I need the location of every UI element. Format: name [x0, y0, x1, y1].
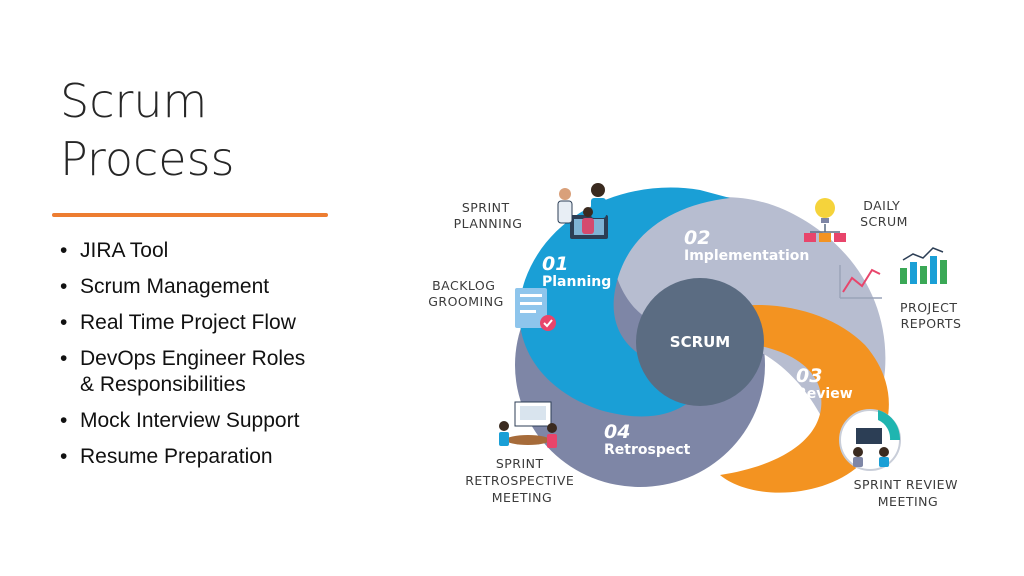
label-backlog-grooming: BACKLOG GROOMING: [428, 278, 504, 309]
label-sprint-retrospective: SPRINT RETROSPECTIVE MEETING: [465, 456, 579, 505]
stage-implementation-number: 02: [684, 227, 710, 249]
bullet-text: Mock Interview Support: [80, 409, 300, 432]
bullet-item: Scrum Management: [58, 274, 358, 300]
stage-planning-number: 01: [542, 253, 568, 275]
bullet-item: Real Time Project Flow: [58, 310, 358, 336]
checklist-icon: [515, 288, 556, 331]
bullet-list: JIRA Tool Scrum Management Real Time Pro…: [58, 238, 358, 480]
scrum-cycle-diagram: SCRUM 01 Planning 02 Implementation 03 R…: [400, 170, 1000, 570]
stage-retrospect-name: Retrospect: [604, 442, 691, 458]
bullet-text: DevOps Engineer Roles: [80, 347, 306, 370]
title-underline: [52, 213, 328, 217]
bar-chart-icon: [900, 247, 947, 284]
bullet-item: Mock Interview Support: [58, 408, 358, 434]
label-daily-scrum: DAILY SCRUM: [860, 198, 908, 229]
meeting-icon: [499, 401, 557, 448]
bullet-item: Resume Preparation: [58, 444, 358, 470]
stage-review-shape: [665, 304, 889, 493]
stage-implementation-name: Implementation: [684, 248, 809, 264]
bullet-text: JIRA Tool: [80, 239, 169, 262]
bullet-text: Real Time Project Flow: [80, 311, 296, 334]
bullet-text: Resume Preparation: [80, 445, 273, 468]
bullet-item: DevOps Engineer Roles & Responsibilities: [58, 346, 358, 398]
review-meeting-icon: [839, 409, 901, 471]
stage-planning-shape: [519, 187, 730, 417]
bullet-item: JIRA Tool: [58, 238, 358, 264]
label-project-reports: PROJECT REPORTS: [900, 300, 962, 331]
team-planning-icon: [557, 183, 608, 239]
label-sprint-planning: SPRINT PLANNING: [454, 200, 523, 231]
stage-review-number: 03: [796, 365, 822, 387]
lightbulb-hierarchy-icon: [804, 198, 846, 242]
bullet-text: Scrum Management: [80, 275, 270, 298]
stage-retrospect-number: 04: [604, 421, 630, 443]
title-line-2: Process: [60, 132, 235, 186]
scrum-cycle-svg: SCRUM 01 Planning 02 Implementation 03 R…: [428, 183, 963, 509]
stage-review-name: Review: [796, 386, 853, 402]
stage-planning-name: Planning: [542, 274, 611, 290]
slide-title: Scrum Process: [60, 72, 360, 188]
bullet-text-continued: & Responsibilities: [80, 373, 246, 396]
label-sprint-review: SPRINT REVIEW MEETING: [854, 477, 963, 509]
line-chart-icon: [839, 265, 882, 299]
center-label: SCRUM: [670, 333, 730, 351]
center-circle: [636, 278, 764, 406]
title-line-1: Scrum: [60, 74, 208, 128]
